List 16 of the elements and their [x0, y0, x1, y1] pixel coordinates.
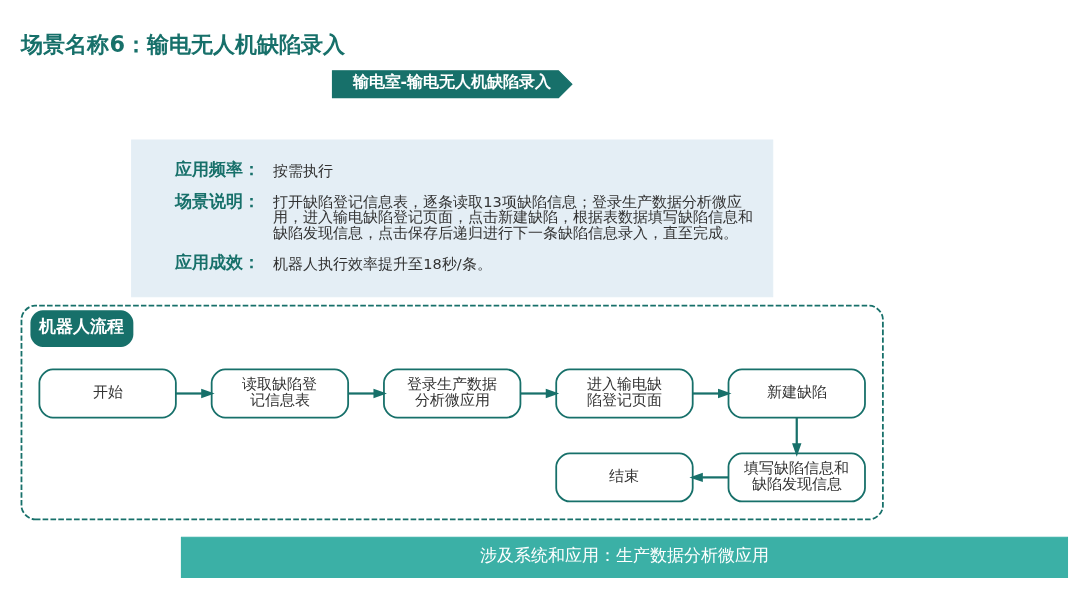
node-box: 登录生产数据分析微应用	[383, 368, 522, 419]
arrow	[792, 417, 802, 457]
node-box: 填写缺陷信息和缺陷发现信息	[727, 452, 866, 503]
node-box: 读取缺陷登记信息表	[210, 368, 350, 419]
arrow	[692, 388, 732, 399]
arrow	[175, 388, 215, 399]
node-box: 进入输电缺陷登记页面	[555, 368, 694, 419]
arrow	[689, 472, 729, 483]
node-box: 应用频率： 按需执行 场景说明： 打开缺陷登记信息表，逐条读取13项缺陷信息；登录生产数据分析微应用，进入输电缺陷登记页面，点击新建缺陷，根据表数据填写缺陷信息和缺陷发现信息，点击保存后递归进行下一条缺陷信息录入，直至完成。 应用成效： 机器人执行效率提升至18秒/条。	[131, 139, 774, 298]
node-box: 新建缺陷	[727, 368, 866, 419]
arrow	[348, 388, 387, 399]
diagram-title: 场景名称6：输电无人机缺陷录入	[21, 30, 346, 57]
node-box: 结束	[555, 452, 694, 503]
arrow	[520, 388, 560, 399]
node-box: 涉及系统和应用：生产数据分析微应用	[180, 536, 1069, 579]
node-box: 开始	[38, 368, 177, 419]
